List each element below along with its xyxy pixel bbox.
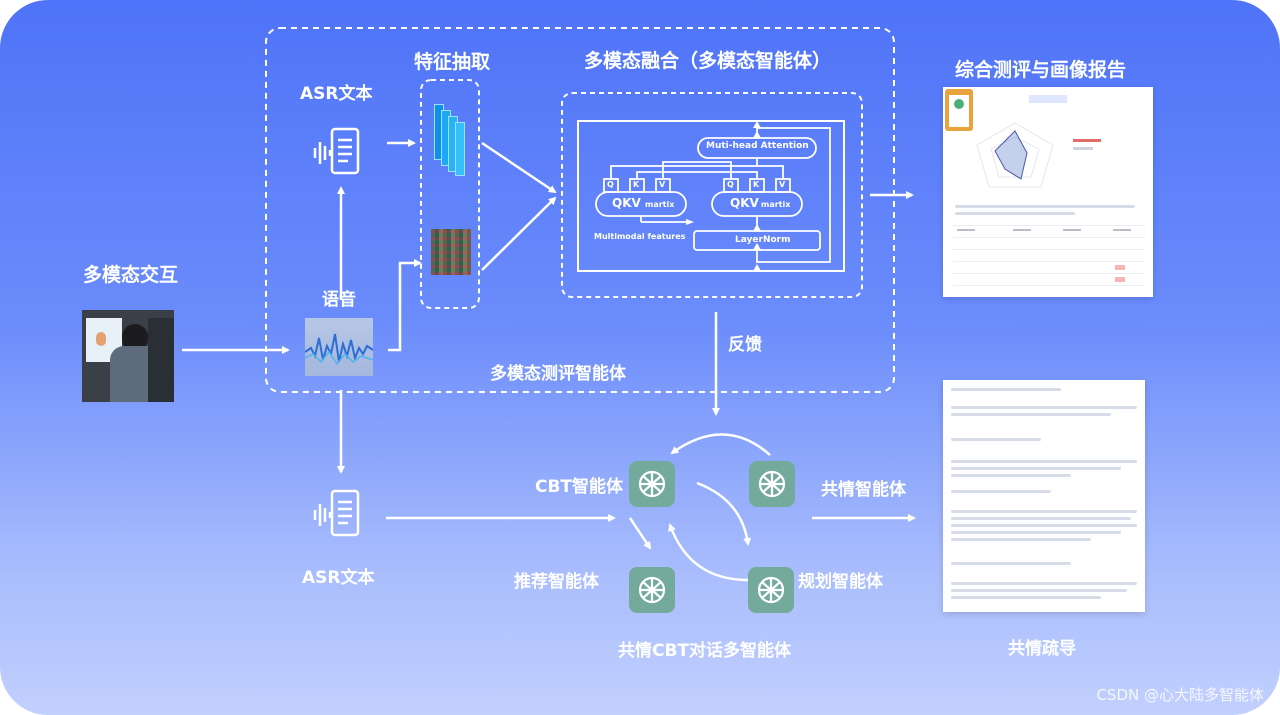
k-left: K [633, 180, 640, 189]
label-feedback: 反馈 [728, 335, 762, 355]
audio-document-icon [312, 126, 362, 180]
arrow-feature1-to-fusion [481, 141, 557, 194]
cbt-agent-icon [629, 461, 675, 507]
label-multi-agent: 共情CBT对话多智能体 [618, 641, 792, 661]
arrow-feature2-to-fusion [481, 196, 557, 271]
label-cbt-agent: CBT智能体 [535, 477, 624, 497]
speech-waveform-image [304, 318, 374, 376]
cycle-arrow-3 [668, 523, 749, 582]
q-right: Q [727, 180, 734, 189]
report-panel [943, 87, 1153, 297]
arrow-speech-to-feature [388, 259, 422, 352]
radar-chart-icon [976, 122, 1054, 188]
label-asr-text-bottom: ASR文本 [302, 568, 375, 588]
multihead-label: Muti-head Attention [706, 141, 809, 151]
clipboard-icon [945, 89, 973, 131]
cycle-arrow-2 [696, 481, 752, 546]
fusion-frame [561, 92, 863, 298]
fusion-inner-box [577, 120, 845, 272]
eval-agent-frame [265, 27, 895, 393]
audio-document-icon [312, 488, 362, 542]
label-empathy-counsel: 共情疏导 [1008, 639, 1076, 659]
martix-right-label: martix [761, 200, 791, 209]
label-eval-agent: 多模态测评智能体 [490, 364, 626, 384]
label-feature-extraction: 特征抽取 [414, 51, 491, 73]
qkv-right-label: QKV [730, 196, 759, 210]
watermark: CSDN @心大陆多智能体 [1096, 686, 1264, 704]
empathy-agent-icon [749, 461, 795, 507]
cycle-arrow-4 [628, 517, 652, 550]
label-fusion-title: 多模态融合（多模态智能体） [584, 50, 832, 72]
v-left: V [659, 180, 666, 189]
multimodal-features-label: Multimodal features [594, 232, 686, 241]
user-photo [82, 310, 174, 402]
recommend-agent-icon [629, 567, 675, 613]
v-right: V [779, 180, 786, 189]
label-planning-agent: 规划智能体 [798, 572, 883, 592]
layernorm-label: LayerNorm [735, 235, 791, 245]
label-empathy-agent: 共情智能体 [821, 480, 906, 500]
speech-feature-map [431, 229, 471, 275]
feature-frame [420, 79, 480, 309]
qkv-left-label: QKV [612, 196, 641, 210]
label-multimodal-interaction: 多模态交互 [83, 264, 179, 286]
label-report-title: 综合测评与画像报告 [955, 59, 1127, 81]
counsel-chat-panel [943, 380, 1145, 612]
martix-left-label: martix [645, 200, 675, 209]
label-recommend-agent: 推荐智能体 [514, 572, 599, 592]
k-right: K [753, 180, 760, 189]
q-left: Q [607, 180, 614, 189]
label-asr-text-top: ASR文本 [300, 84, 373, 104]
planning-agent-icon [748, 567, 794, 613]
cycle-arrow-1 [670, 433, 771, 456]
text-feature-bars [432, 100, 472, 178]
label-speech: 语音 [322, 290, 356, 310]
